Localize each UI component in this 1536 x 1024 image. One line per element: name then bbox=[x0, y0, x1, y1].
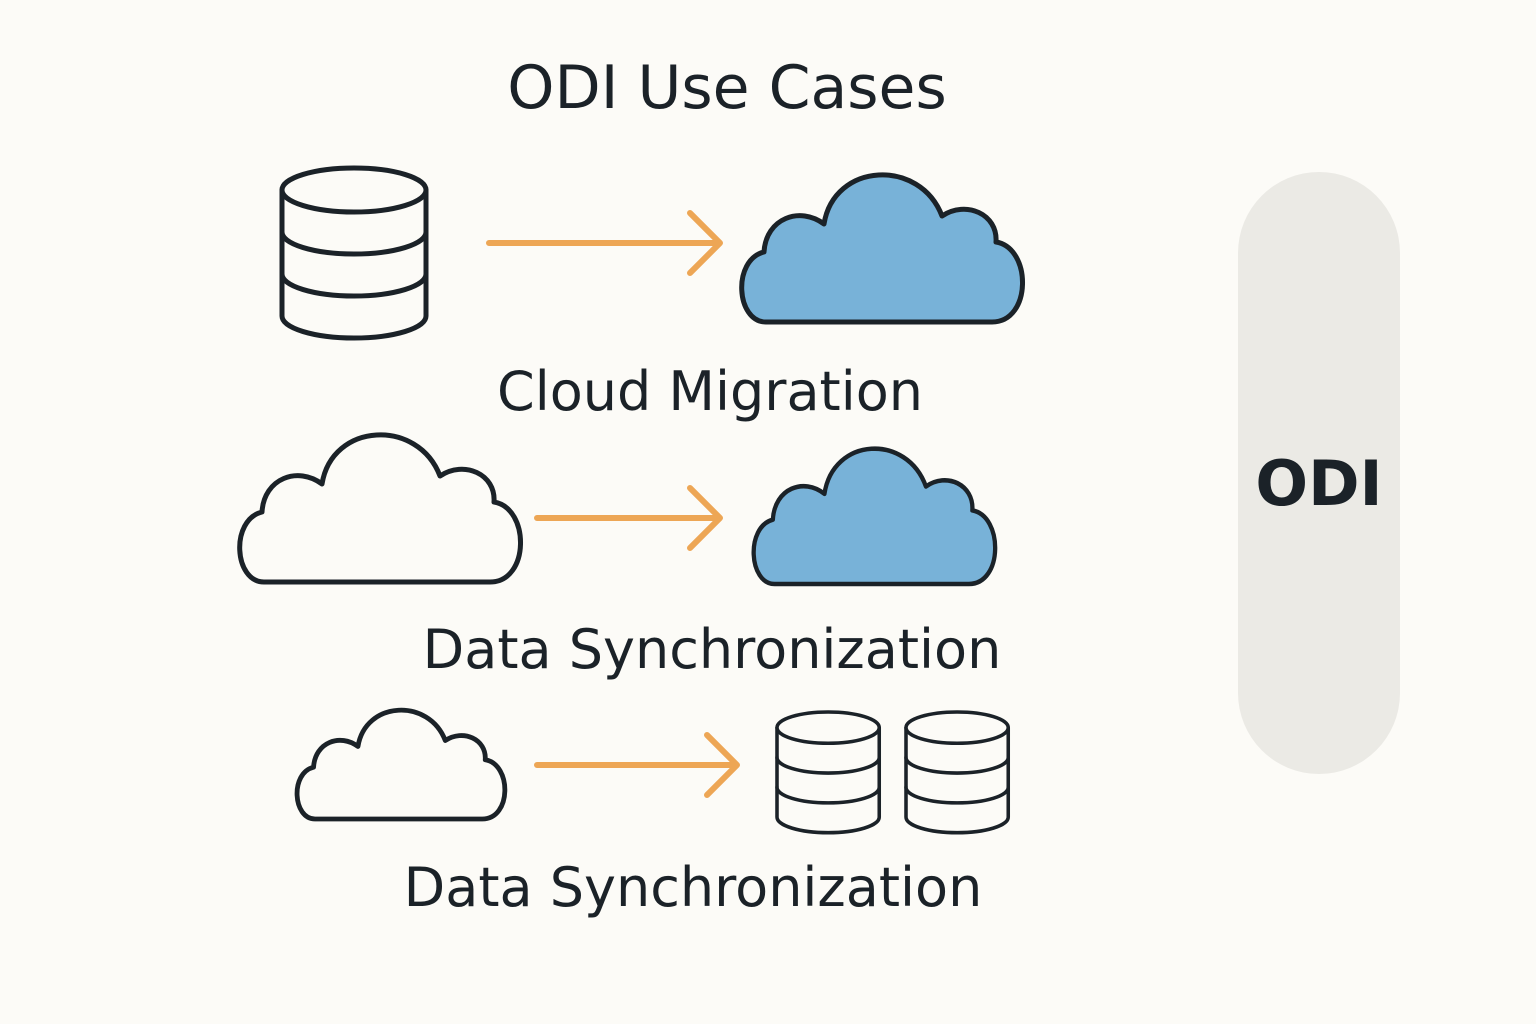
use-case-row-cloud-migration: Cloud Migration bbox=[282, 168, 1023, 423]
cloud-filled-icon bbox=[742, 175, 1023, 322]
cloud-outline-icon bbox=[297, 710, 505, 819]
odi-side-pill: ODI bbox=[1238, 172, 1400, 774]
database-icon bbox=[775, 710, 882, 835]
odi-pill-label: ODI bbox=[1255, 447, 1382, 520]
use-case-label: Data Synchronization bbox=[423, 618, 1002, 681]
database-icon bbox=[904, 710, 1011, 835]
arrow-right-icon bbox=[486, 210, 723, 276]
cloud-filled-icon bbox=[754, 449, 996, 584]
use-case-label: Cloud Migration bbox=[497, 360, 923, 423]
cloud-outline-icon bbox=[240, 435, 521, 582]
odi-pill-shape bbox=[1238, 172, 1400, 774]
use-case-label: Data Synchronization bbox=[404, 856, 983, 919]
arrow-shaft bbox=[486, 210, 723, 276]
use-case-row-data-sync-database: Data Synchronization bbox=[297, 710, 1011, 919]
use-case-row-data-sync-cloud: Data Synchronization bbox=[240, 435, 1002, 681]
arrow-right-icon bbox=[534, 485, 723, 551]
diagram-title: ODI Use Cases bbox=[507, 53, 946, 123]
database-icon bbox=[282, 168, 426, 338]
arrow-right-icon bbox=[534, 732, 740, 798]
